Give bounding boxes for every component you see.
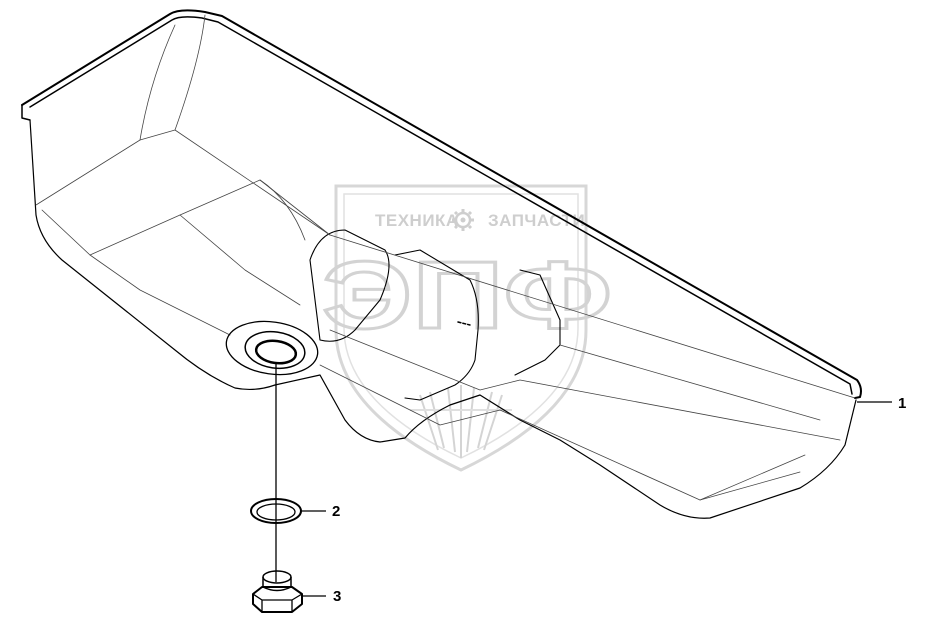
- callout-1: 1: [857, 395, 906, 412]
- watermark-shield-outline: [334, 184, 588, 472]
- gear-icon: [452, 209, 474, 231]
- callout-2: 2: [300, 503, 340, 520]
- watermark-text-right: ЗАПЧАСТИ: [488, 211, 585, 230]
- watermark-big-letters: ЭПФ: [322, 242, 612, 349]
- wheat-emblem: [410, 385, 512, 458]
- oil-pan: [21, 9, 862, 519]
- drain-hole: [254, 339, 298, 365]
- drain-boss-inner: [244, 330, 306, 370]
- drain-boss-outer: [225, 320, 319, 376]
- oil-pan-flange: [21, 9, 862, 399]
- drain-plug: [252, 570, 303, 613]
- callout-3: 3: [302, 588, 341, 605]
- callout-number-2: 2: [332, 503, 340, 520]
- watermark: ТЕХНИКА ЗАПЧАСТИ ЭПФ: [321, 184, 614, 472]
- callout-number-3: 3: [333, 588, 341, 605]
- watermark-text-left: ТЕХНИКА: [375, 211, 459, 230]
- callout-number-1: 1: [898, 395, 906, 412]
